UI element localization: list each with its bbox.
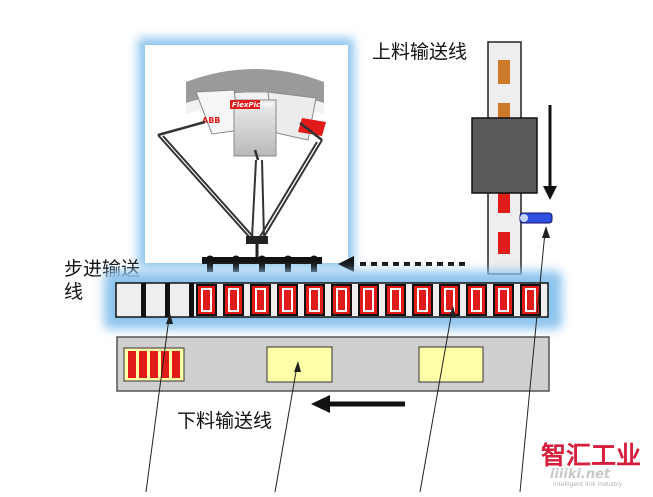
- stepping-label-line2: 线: [64, 281, 83, 303]
- left-arrow-icon: [311, 395, 405, 413]
- stepping-product-core: [498, 288, 509, 312]
- robot-model-label: FlexPicker: [232, 101, 273, 109]
- stepping-product-core: [201, 288, 212, 312]
- empty-tray: [418, 346, 484, 383]
- delta-robot: FlexPicker ABB: [157, 69, 326, 257]
- robot-parallel-links: [157, 134, 323, 241]
- callout-lines: [145, 231, 546, 493]
- infeed-processing-block: [471, 117, 538, 194]
- watermark-en: intelligent link industry: [553, 481, 623, 488]
- watermark-cn: 智汇工业: [541, 441, 641, 470]
- stepping-product-core: [417, 288, 428, 312]
- stepping-product-core: [525, 288, 536, 312]
- stepping-product-core: [444, 288, 455, 312]
- stepping-product-core: [255, 288, 266, 312]
- stepping-product-core: [282, 288, 293, 312]
- watermark-url: iiiiki.net: [550, 467, 611, 482]
- full-tray-products: [128, 351, 180, 378]
- dotted-arrow-icon: [338, 256, 466, 272]
- callout-arrowheads: [166, 226, 550, 372]
- robot-end-effector: [246, 236, 268, 244]
- stepping-slots: [141, 283, 194, 317]
- stepping-product-core: [363, 288, 374, 312]
- robot-logo-badge: [230, 100, 260, 109]
- infeed-product: [498, 60, 510, 84]
- stepping-product-core: [390, 288, 401, 312]
- infeed-label: 上料输送线: [372, 41, 467, 63]
- infeed-product: [498, 103, 510, 120]
- robot-brand-label: ABB: [202, 116, 220, 125]
- stepping-product-core: [309, 288, 320, 312]
- down-arrow-icon: [543, 105, 557, 200]
- sensor-icon: [519, 212, 553, 224]
- infeed-product: [498, 193, 510, 213]
- watermark: 智汇工业 iiiiki.net intelligent link industr…: [541, 441, 641, 488]
- robot-panel: FlexPicker ABB: [138, 38, 354, 272]
- stepping-product-core: [228, 288, 239, 312]
- stepping-conveyor: [104, 271, 562, 329]
- stepping-product-core: [471, 288, 482, 312]
- outfeed-label: 下料输送线: [177, 410, 272, 432]
- stepping-product-core: [336, 288, 347, 312]
- robot-red-arm-tip: [298, 118, 326, 136]
- infeed-conveyor: [471, 41, 538, 275]
- empty-tray: [266, 346, 333, 383]
- gripper-rail: [202, 255, 322, 272]
- stepping-products: [196, 284, 541, 316]
- robot-upper-arms: [157, 120, 323, 161]
- outfeed-conveyor: [116, 336, 550, 392]
- infeed-product: [498, 232, 510, 254]
